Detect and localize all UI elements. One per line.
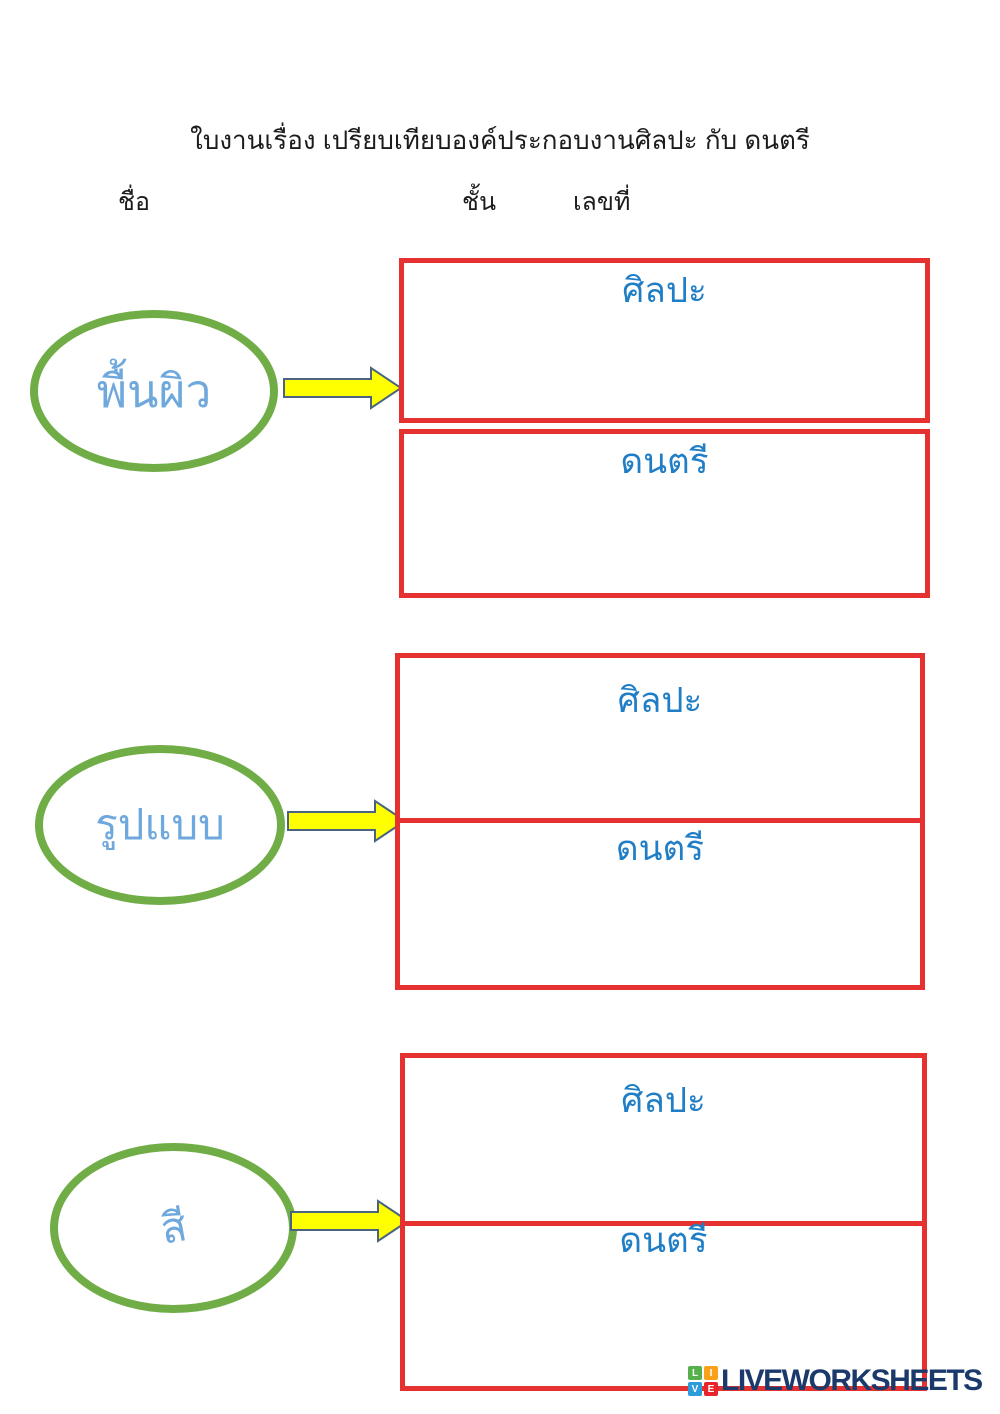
music-answer-area[interactable] [400,869,920,969]
topic-ellipse-color: สี [50,1143,297,1313]
art-section-label: ศิลปะ [621,1081,706,1120]
box-divider-line [405,1221,922,1226]
logo-square-v: V [688,1382,702,1396]
topic-label-color: สี [156,1202,191,1253]
comparison-box-form: ศิลปะ ดนตรี [395,653,925,990]
logo-square-e: E [704,1382,718,1396]
topic-label-texture: พื้นผิว [96,364,212,417]
art-section-label: ศิลปะ [622,271,707,310]
music-section-label: ดนตรี [619,1221,708,1260]
topic-ellipse-texture: พื้นผิว [30,310,278,472]
art-answer-area[interactable] [400,721,920,811]
worksheet-title: ใบงานเรื่อง เปรียบเทียบองค์ประกอบงานศิลป… [190,125,810,155]
music-answer-area[interactable] [404,482,925,592]
music-answer-area[interactable] [405,1261,922,1371]
right-arrow-icon [283,366,403,410]
art-section-label: ศิลปะ [617,681,703,720]
logo-square-l: L [688,1366,702,1380]
music-section-label: ดนตรี [615,829,705,868]
logo-square-i: I [704,1366,718,1380]
topic-label-form: รูปแบบ [95,801,225,848]
art-answer-area[interactable] [405,1121,922,1211]
comparison-box-texture-art: ศิลปะ [399,258,930,423]
art-answer-area[interactable] [404,311,925,421]
topic-ellipse-form: รูปแบบ [35,745,285,905]
class-label: ชั้น [462,188,497,216]
liveworksheets-wordmark: LIVEWORKSHEETS [721,1364,983,1397]
music-section-label: ดนตรี [620,442,709,481]
comparison-box-texture-music: ดนตรี [399,429,930,598]
number-label: เลขที่ [573,188,631,216]
name-label: ชื่อ [118,188,150,216]
right-arrow-icon [290,1199,410,1243]
box-divider-line [400,818,920,823]
liveworksheets-logo-icon: L I V E [688,1366,718,1396]
comparison-box-color: ศิลปะ ดนตรี [400,1053,927,1391]
liveworksheets-logo[interactable]: L I V E LIVEWORKSHEETS [688,1364,983,1397]
right-arrow-icon [287,799,407,843]
